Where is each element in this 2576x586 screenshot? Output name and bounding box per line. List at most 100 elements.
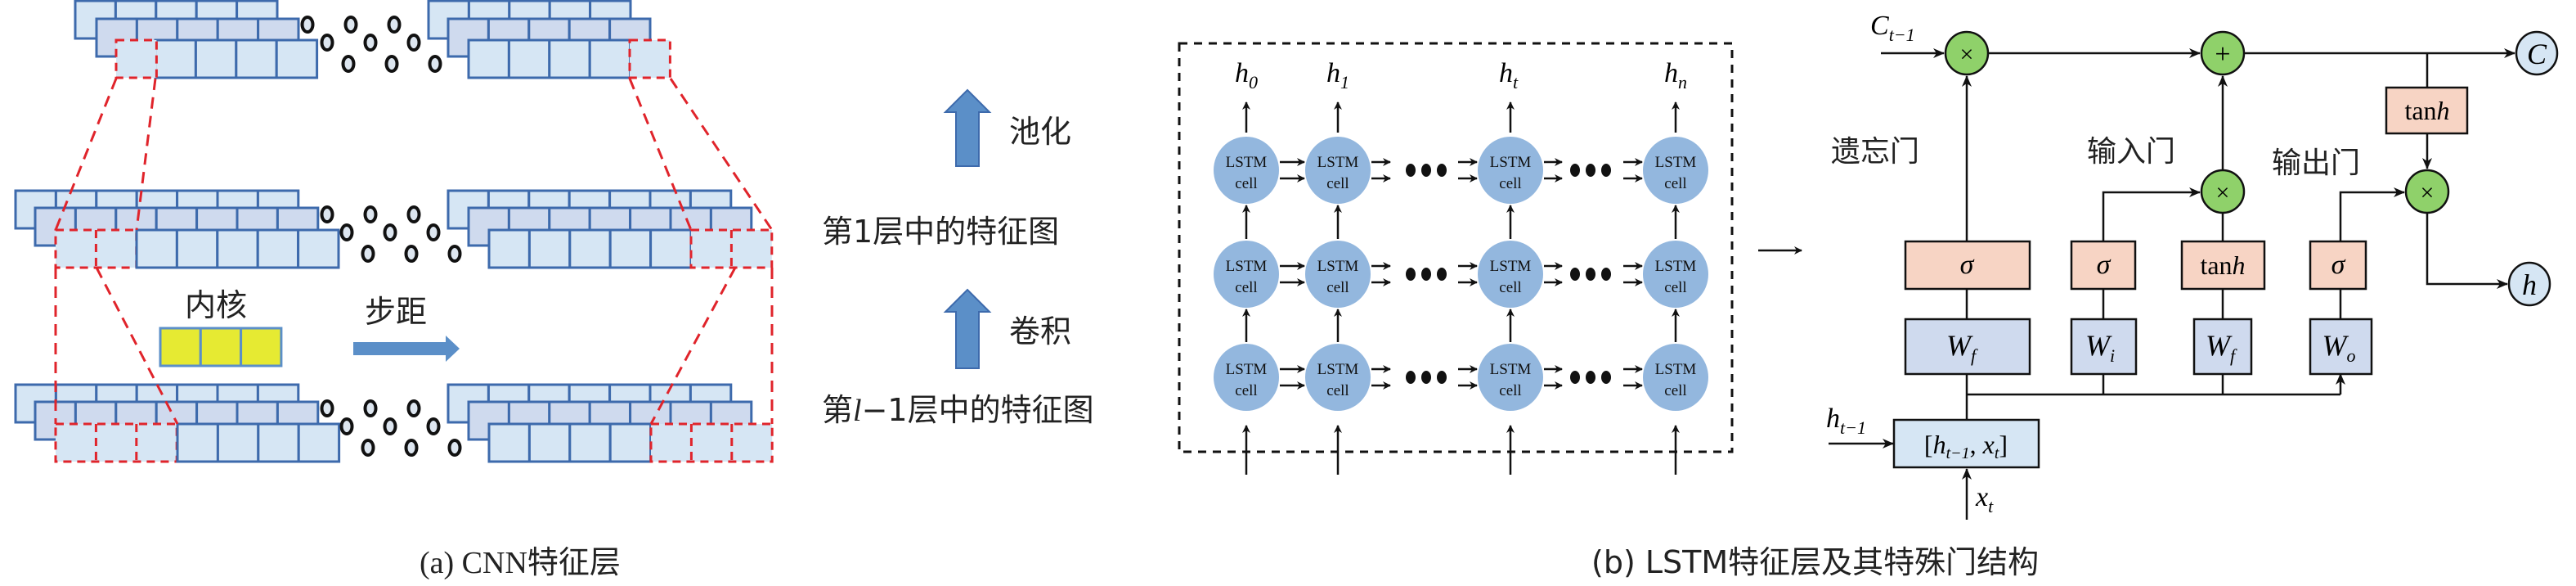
ellipsis-dot-icon — [361, 245, 375, 263]
svg-text:LSTM: LSTM — [1490, 361, 1532, 378]
ellipsis-dot-icon — [339, 417, 354, 435]
ellipsis-dot-icon — [341, 55, 356, 73]
output-label-h3: hn — [1664, 58, 1687, 92]
feature-cell — [297, 422, 341, 463]
svg-text:cell: cell — [1326, 382, 1349, 399]
receptive-field-box — [54, 422, 178, 463]
svg-text:LSTM: LSTM — [1317, 154, 1359, 171]
ellipsis-dot-icon — [1586, 268, 1595, 281]
input-sigma-box: σ — [2070, 240, 2137, 291]
svg-text:tanh: tanh — [2404, 96, 2449, 125]
ellipsis-dot-icon — [1601, 164, 1611, 177]
feature-cell — [568, 228, 612, 269]
svg-text:LSTM: LSTM — [1317, 258, 1359, 275]
svg-text:cell: cell — [1235, 382, 1257, 399]
ellipsis-dot-icon — [1437, 164, 1447, 177]
weight-box-wf-input: Wf — [2192, 318, 2253, 376]
svg-text:LSTM: LSTM — [1655, 154, 1697, 171]
x-t-label: xt — [1975, 482, 1994, 516]
feature-cell — [487, 422, 531, 463]
ellipsis-dot-icon — [300, 16, 315, 34]
svg-text:cell: cell — [1499, 175, 1521, 192]
pool-window-top-left — [114, 38, 158, 79]
svg-text:Wf: Wf — [2206, 329, 2237, 366]
multiply-icon: × — [2421, 179, 2435, 206]
svg-text:cell: cell — [1664, 175, 1686, 192]
layer-l-feature-map-label: 第1层中的特征图 — [822, 214, 1059, 250]
lstm-cell: LSTM cell — [1214, 344, 1279, 411]
feature-cell — [568, 422, 612, 463]
svg-text:σ: σ — [1960, 250, 1975, 280]
lstm-grid-frame — [1178, 42, 1734, 453]
lstm-cell: LSTM cell — [1478, 344, 1543, 411]
svg-text:LSTM: LSTM — [1226, 361, 1268, 378]
output-multiply-node: × — [2404, 169, 2450, 214]
multiply-icon: × — [2216, 179, 2230, 206]
svg-text:LSTM: LSTM — [1490, 154, 1532, 171]
ellipsis-bot — [320, 399, 462, 457]
feature-cell — [649, 228, 693, 269]
feature-cell — [588, 38, 632, 79]
svg-text:cell: cell — [1499, 382, 1521, 399]
ellipsis-dot-icon — [1421, 371, 1431, 384]
ellipsis-dot-icon — [387, 16, 402, 34]
cell-add-node: + — [2200, 30, 2246, 76]
output-label-h0: h0 — [1235, 58, 1258, 92]
svg-text:Wo: Wo — [2322, 329, 2356, 366]
svg-text:LSTM: LSTM — [1490, 258, 1532, 275]
ellipsis-top — [300, 16, 442, 73]
receptive-field-line — [54, 78, 118, 231]
feature-cell — [608, 228, 653, 269]
concat-input-box: [ht−1, xt] — [1892, 418, 2040, 469]
ellipsis-mid — [320, 205, 462, 263]
ellipsis-dot-icon — [361, 439, 375, 457]
ellipsis-dot-icon — [406, 205, 421, 223]
h-prev-label: ht−1 — [1826, 403, 1866, 438]
svg-text:LSTM: LSTM — [1226, 154, 1268, 171]
output-sigma-box: σ — [2309, 240, 2367, 291]
feature-cell — [507, 38, 551, 79]
ellipsis-dot-icon — [320, 399, 334, 417]
kernel-label: 内核 — [185, 287, 247, 323]
ellipsis-dot-icon — [320, 205, 334, 223]
output-label-h1: h1 — [1326, 58, 1349, 92]
svg-text:cell: cell — [1235, 175, 1257, 192]
ellipsis-dot-icon — [426, 417, 441, 435]
conv-window-bot-left — [54, 422, 178, 463]
ellipsis-dot-icon — [363, 205, 378, 223]
pooling-label: 池化 — [1009, 114, 1071, 150]
svg-text:σ: σ — [2331, 250, 2346, 280]
layer-l-minus-1-feature-map-label: 第l−1层中的特征图 — [822, 392, 1094, 428]
ellipsis-dot-icon — [406, 34, 421, 52]
feature-map-mid-left-front — [135, 228, 340, 269]
input-multiply-node: × — [2200, 169, 2246, 214]
feature-map-mid-right-front — [487, 228, 693, 269]
ellipsis-dot-icon — [1437, 268, 1447, 281]
svg-text:cell: cell — [1499, 279, 1521, 296]
tanh-cell-box: tanh — [2385, 86, 2469, 135]
lstm-cell: LSTM cell — [1478, 241, 1543, 308]
svg-text:LSTM: LSTM — [1655, 361, 1697, 378]
ellipsis-dot-icon — [1601, 268, 1611, 281]
conv-label: 卷积 — [1009, 313, 1071, 349]
svg-text:LSTM: LSTM — [1317, 361, 1359, 378]
caption-b: (b) LSTM特征层及其特殊门结构 — [1591, 544, 2039, 580]
feature-cell — [548, 38, 591, 79]
ellipsis-dot-icon — [383, 223, 397, 241]
pool-window-mid-right — [689, 228, 774, 269]
svg-text:Wi: Wi — [2085, 329, 2115, 366]
feature-cell — [154, 38, 197, 79]
cell-state-output: C — [2515, 30, 2559, 76]
ellipsis-dot-icon — [384, 55, 399, 73]
ellipsis-dot-icon — [428, 55, 442, 73]
feature-cell — [175, 228, 219, 269]
lstm-cell: LSTM cell — [1643, 137, 1708, 204]
svg-text:h: h — [2522, 268, 2537, 301]
ellipsis-dot-icon — [1437, 371, 1447, 384]
svg-text:cell: cell — [1235, 279, 1257, 296]
receptive-field-line — [135, 78, 157, 231]
feature-cell — [235, 38, 278, 79]
pooling-up-arrow-icon — [943, 88, 992, 167]
receptive-field-box — [114, 38, 158, 79]
